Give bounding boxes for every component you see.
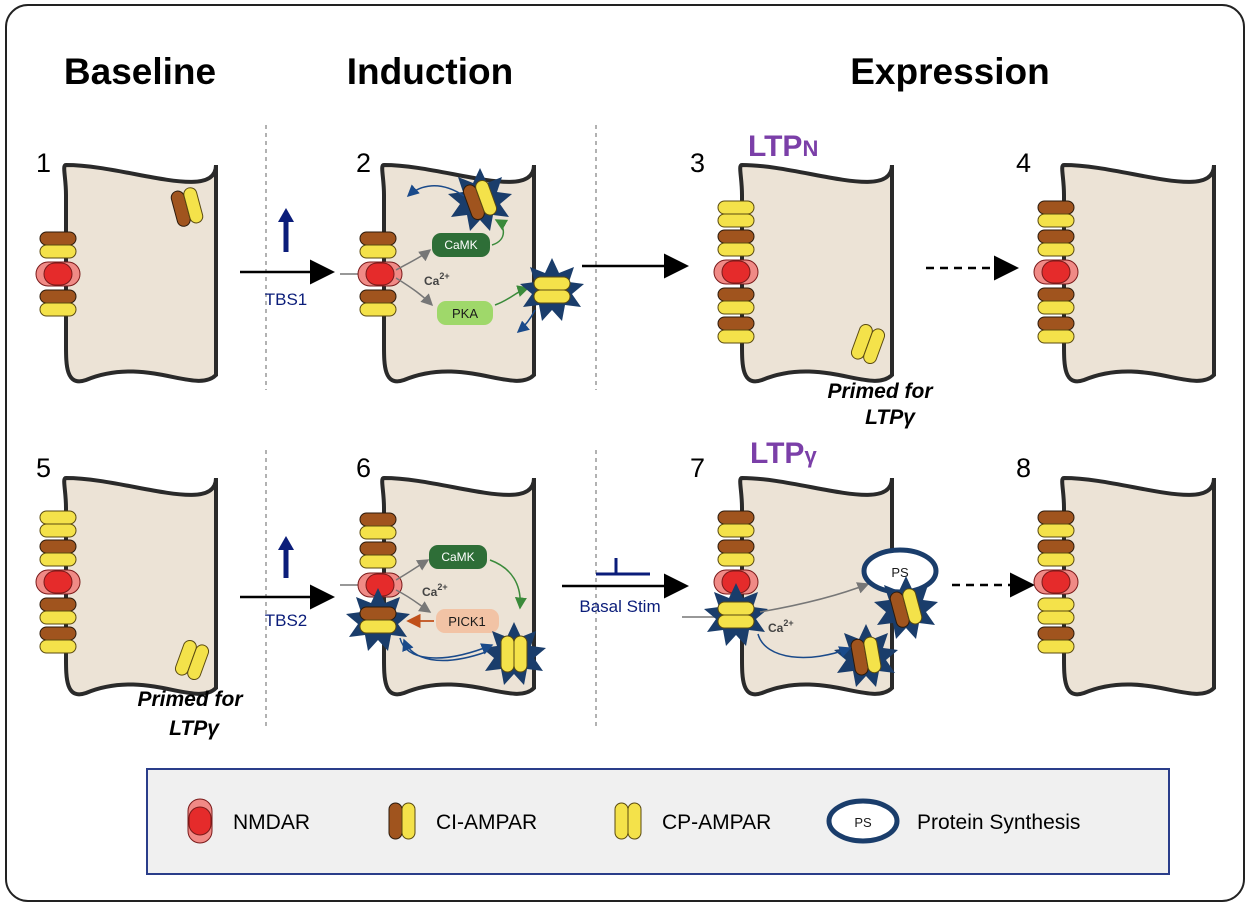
up-arrow-head-icon xyxy=(278,536,294,550)
legend-ci-ampar: CI-AMPAR xyxy=(436,811,537,834)
ci-ampar-receptor xyxy=(717,316,755,344)
legend-protein-synthesis: Protein Synthesis xyxy=(917,811,1080,834)
panel-number: 4 xyxy=(1016,148,1031,178)
ci-ampar-receptor xyxy=(359,289,397,317)
cp-ampar-receptor xyxy=(500,635,528,673)
signal-arrow xyxy=(395,559,430,581)
primed-label-line2: LTPγ xyxy=(169,717,220,740)
nmdar-receptor xyxy=(1033,569,1079,595)
signal-arrow xyxy=(395,249,432,271)
ltp-gamma-label: LTPγ xyxy=(750,437,817,470)
cp-ampar-receptor xyxy=(717,601,755,629)
ci-ampar-receptor xyxy=(39,626,77,654)
pick1-label: PICK1 xyxy=(448,614,486,629)
ci-ampar-receptor xyxy=(1037,316,1075,344)
legend-box xyxy=(146,768,1170,875)
activation-arrow xyxy=(494,285,530,306)
calcium-label: Ca2+ xyxy=(424,271,450,288)
ci-ampar-receptor xyxy=(359,541,397,569)
cp-ampar-receptor xyxy=(533,276,571,304)
signal-arrow xyxy=(395,277,434,307)
panel-number: 3 xyxy=(690,148,705,178)
panel-number: 1 xyxy=(36,148,51,178)
activation-arrow xyxy=(491,219,509,246)
calcium-label: Ca2+ xyxy=(768,618,794,635)
activation-arrow xyxy=(489,559,527,610)
cp-ampar-receptor xyxy=(717,200,755,228)
panel-number: 8 xyxy=(1016,453,1031,483)
up-arrow-head-icon xyxy=(278,208,294,222)
header-induction: Induction xyxy=(347,51,513,92)
ci-ampar-receptor xyxy=(717,287,755,315)
stim-label-tbs1: TBS1 xyxy=(265,290,308,309)
ci-ampar-receptor xyxy=(1037,510,1075,538)
nmdar-receptor xyxy=(1033,259,1079,285)
trafficking-arrow xyxy=(757,633,852,659)
panel-number: 6 xyxy=(356,453,371,483)
legend-ps: PS xyxy=(854,815,872,830)
nmdar-receptor xyxy=(357,261,403,287)
ci-ampar-receptor xyxy=(39,597,77,625)
outer-frame xyxy=(5,4,1245,902)
ci-ampar-receptor xyxy=(359,231,397,259)
trafficking-arrow xyxy=(402,638,487,662)
ci-ampar-receptor xyxy=(1037,229,1075,257)
cp-ampar-receptor xyxy=(39,510,77,538)
ci-ampar-legend-icon xyxy=(388,802,416,840)
ci-ampar-receptor xyxy=(1037,200,1075,228)
legend-cp-ampar: CP-AMPAR xyxy=(662,811,771,834)
panel-number: 7 xyxy=(690,453,705,483)
ps-label: PS xyxy=(891,565,909,580)
ltp-n-label: LTPN xyxy=(748,130,818,163)
spine-panel-8 xyxy=(1060,476,1216,697)
ci-ampar-receptor xyxy=(1037,539,1075,567)
ci-ampar-receptor xyxy=(1037,626,1075,654)
protein-synthesis-legend-icon xyxy=(826,798,900,844)
ci-ampar-receptor xyxy=(39,289,77,317)
trafficking-arrow xyxy=(516,309,536,333)
signal-arrow xyxy=(759,582,870,613)
pka-label: PKA xyxy=(452,306,478,321)
signal-arrow xyxy=(395,589,432,613)
ci-ampar-receptor xyxy=(717,229,755,257)
nmdar-legend-icon xyxy=(187,798,213,844)
header-baseline: Baseline xyxy=(64,51,216,92)
cp-ampar-legend-icon xyxy=(614,802,642,840)
spine-panel-4 xyxy=(1060,163,1216,384)
pka-box xyxy=(437,301,493,325)
trafficking-arrow xyxy=(406,184,465,198)
nmdar-receptor xyxy=(35,569,81,595)
camk-label: CaMK xyxy=(444,238,477,252)
ci-ampar-receptor xyxy=(39,539,77,567)
stim-label-tbs2: TBS2 xyxy=(265,611,308,630)
nmdar-receptor xyxy=(713,259,759,285)
camk-box xyxy=(432,233,490,257)
header-expression: Expression xyxy=(850,51,1049,92)
cp-ampar-receptor xyxy=(1037,597,1075,625)
camk-box xyxy=(429,545,487,569)
ci-ampar-receptor xyxy=(717,510,755,538)
calcium-label: Ca2+ xyxy=(422,582,448,599)
ci-ampar-receptor xyxy=(359,512,397,540)
ci-ampar-receptor xyxy=(359,606,397,634)
primed-label-line2: LTPγ xyxy=(865,406,916,429)
primed-label-line1: Primed for xyxy=(827,380,934,403)
ci-ampar-receptor xyxy=(1037,287,1075,315)
ci-ampar-receptor xyxy=(39,231,77,259)
ci-ampar-receptor xyxy=(717,539,755,567)
panel-number: 2 xyxy=(356,148,371,178)
ci-ampar-receptor xyxy=(849,635,883,677)
stim-label-basal: Basal Stim xyxy=(579,597,660,616)
panel-number: 5 xyxy=(36,453,51,483)
primed-label-line1: Primed for xyxy=(137,688,244,711)
legend-nmdar: NMDAR xyxy=(233,811,310,834)
pick1-box xyxy=(436,609,499,633)
nmdar-receptor xyxy=(35,261,81,287)
camk-label: CaMK xyxy=(441,550,474,564)
